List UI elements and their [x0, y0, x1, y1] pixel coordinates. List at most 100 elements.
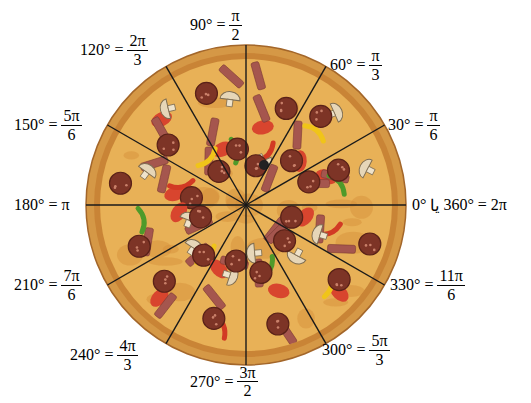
pepperoni — [359, 233, 381, 255]
pepperoni-speck — [223, 172, 226, 175]
pepperoni-speck — [277, 326, 280, 329]
slice-line — [246, 204, 406, 205]
angle-text: 0° — [412, 196, 426, 214]
pepperoni-speck — [200, 96, 203, 99]
angle-text: 300° = — [322, 341, 365, 359]
pepperoni-speck — [214, 314, 217, 317]
fraction-denominator: 6 — [427, 126, 439, 144]
pepperoni-speck — [142, 241, 145, 244]
pepperoni-speck — [207, 258, 210, 261]
ham-strip — [157, 164, 171, 193]
fraction-numerator: 5π — [61, 107, 81, 126]
pepperoni — [203, 307, 225, 329]
mushroom-stem — [319, 232, 327, 240]
mushroom-stem — [226, 99, 233, 107]
pepperoni-speck — [309, 185, 312, 188]
pepperoni-speck — [202, 216, 205, 219]
angle-text: 360° = 2π — [443, 196, 507, 214]
pepperoni-speck — [221, 170, 224, 173]
fraction-numerator: π — [369, 47, 381, 66]
mushroom — [356, 156, 378, 181]
pepperoni — [153, 270, 175, 292]
ham-strip — [218, 64, 244, 89]
radian-fraction: π3 — [369, 47, 381, 83]
pepperoni-speck — [294, 220, 297, 223]
pepperoni-speck — [207, 94, 210, 97]
pepperoni — [190, 206, 212, 228]
ham-strip — [251, 61, 266, 90]
pepperoni — [310, 105, 332, 127]
pepperoni — [195, 82, 217, 104]
pepperoni-speck — [280, 110, 283, 113]
pepperoni-speck — [238, 144, 241, 147]
angle-label: 60° =π3 — [330, 47, 382, 83]
pepperoni-speck — [288, 241, 291, 244]
fraction-denominator: 2 — [229, 26, 241, 44]
pepperoni-speck — [340, 284, 343, 287]
pepperoni — [157, 134, 179, 156]
slice-line — [246, 66, 326, 205]
angle-label: 330° =11π6 — [390, 267, 465, 303]
angle-label: 120° =2π3 — [80, 32, 148, 68]
mushroom-stem — [254, 250, 262, 257]
angle-label: 180° = π — [14, 196, 70, 214]
pepperoni-speck — [125, 184, 128, 187]
pepperoni-speck — [198, 251, 201, 254]
pepperoni-speck — [172, 141, 175, 144]
angle-label: 30° =π6 — [388, 107, 440, 143]
pepperoni-speck — [166, 275, 169, 278]
fraction-numerator: 2π — [127, 32, 147, 51]
slice-line — [246, 205, 326, 344]
angle-text: 330° = — [390, 276, 433, 294]
radian-fraction: 5π3 — [369, 332, 389, 368]
slice-line — [166, 205, 246, 344]
fraction-numerator: 11π — [437, 267, 464, 286]
pepperoni-speck — [315, 118, 318, 121]
fraction-denominator: 3 — [369, 66, 381, 84]
mushroom-stem — [140, 171, 149, 180]
pepperoni-speck — [289, 155, 292, 158]
angle-label: 210° =7π6 — [14, 267, 82, 303]
pepperoni-speck — [256, 167, 259, 170]
radian-fraction: 5π6 — [61, 107, 81, 143]
fraction-numerator: 7π — [61, 267, 81, 286]
pepperoni-speck — [162, 148, 165, 151]
mushroom — [134, 160, 159, 184]
angle-text: 240° = — [70, 346, 113, 364]
ham-strip — [154, 292, 177, 319]
slice-line — [245, 205, 246, 365]
cheese-patch — [343, 218, 362, 226]
angle-text: 210° = — [14, 276, 57, 294]
pepperoni-speck — [293, 164, 296, 167]
pepperoni-speck — [287, 237, 290, 240]
pepperoni — [128, 235, 150, 257]
pepperoni-speck — [336, 284, 339, 287]
fraction-denominator: 6 — [65, 286, 77, 304]
slice-cuts — [86, 45, 406, 365]
pepperoni-speck — [306, 186, 309, 189]
slice-line — [246, 205, 385, 285]
mushroom — [219, 90, 241, 107]
pepperoni — [274, 230, 296, 252]
pepperoni-speck — [365, 244, 368, 247]
pepperoni — [267, 313, 289, 335]
mushroom — [246, 243, 263, 264]
mushroom-stem — [294, 248, 303, 257]
radian-fraction: 3π2 — [237, 364, 257, 400]
pepperoni-speck — [316, 111, 319, 114]
angle-text: یا — [430, 196, 439, 215]
radian-fraction: 2π3 — [127, 32, 147, 68]
pepperoni-speck — [337, 163, 340, 166]
angle-label: 90° =π2 — [190, 7, 242, 43]
pizza-crust — [86, 45, 406, 365]
pepperoni-speck — [232, 255, 235, 258]
cheese-patch — [350, 196, 373, 219]
angle-text: 270° = — [190, 373, 233, 391]
angle-text: 90° = — [190, 16, 225, 34]
pepperoni-speck — [343, 168, 346, 171]
pepperoni-speck — [255, 271, 258, 274]
fraction-denominator: 6 — [65, 126, 77, 144]
pepperoni-speck — [255, 167, 258, 170]
ham-strip — [327, 244, 355, 253]
